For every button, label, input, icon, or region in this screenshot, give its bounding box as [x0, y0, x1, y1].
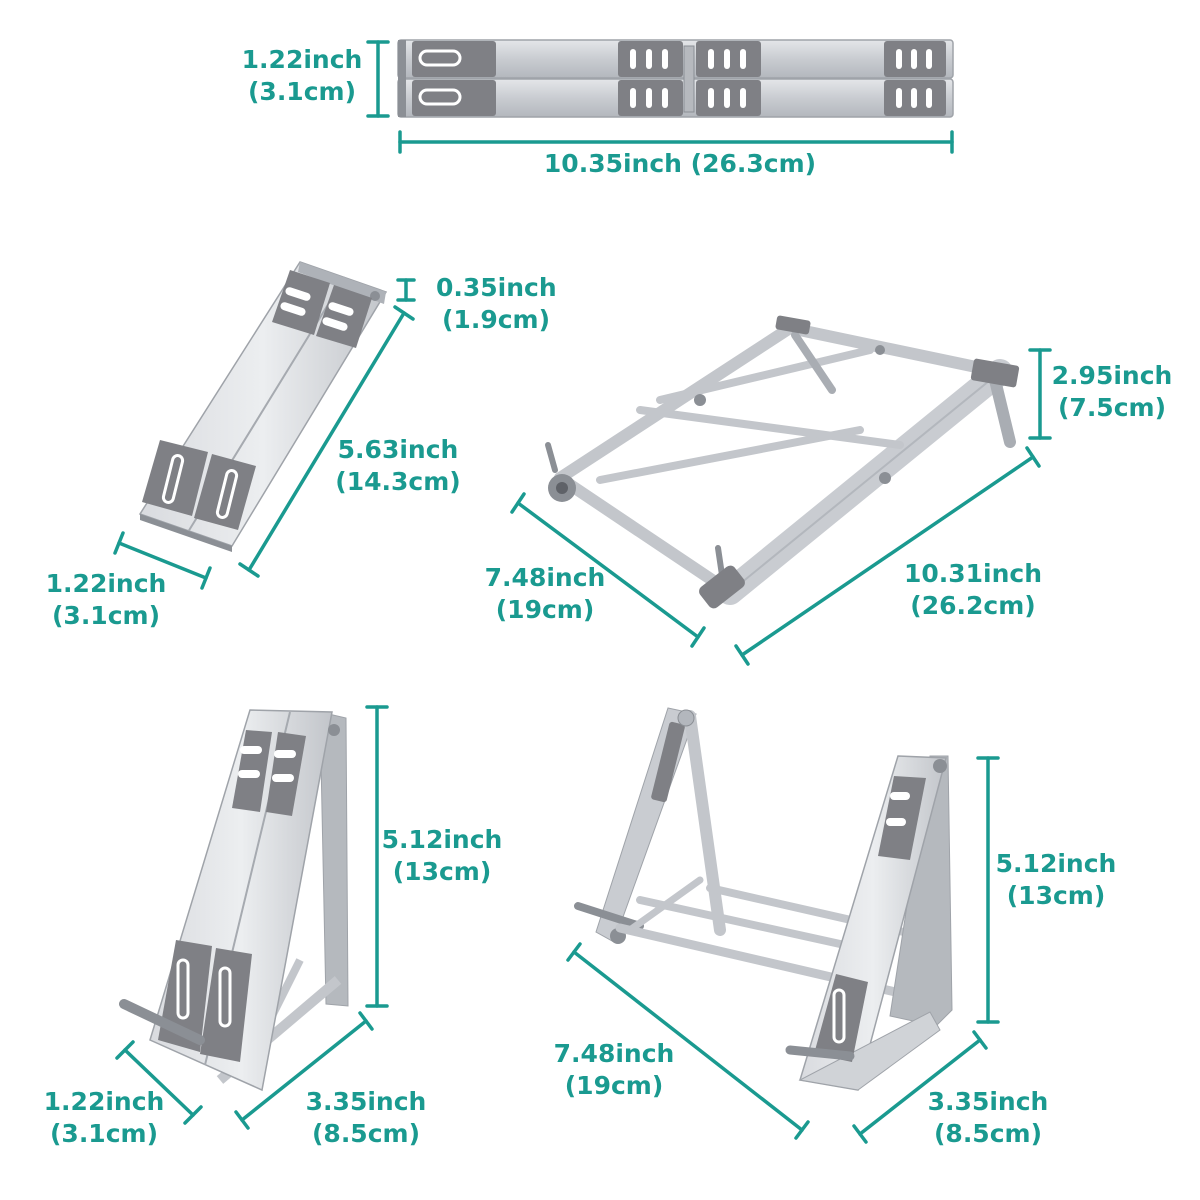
- rubber-pad: [878, 776, 926, 860]
- folded-height-label: 1.22inch(3.1cm): [241, 45, 363, 106]
- dimension-line: [976, 756, 1000, 1024]
- rubber-pad: [970, 358, 1020, 388]
- rubber-pad: [412, 80, 496, 116]
- rubber-pad: [618, 41, 683, 77]
- product-open-raised-view: [574, 707, 953, 1091]
- rubber-pad: [699, 565, 745, 609]
- dimension-line: [365, 705, 389, 1008]
- dimension-line: [852, 1030, 988, 1144]
- rubber-pad: [696, 41, 761, 77]
- open-flat-height-label: 2.95inch(7.5cm): [1051, 361, 1173, 422]
- folded-standing-height-label: 5.12inch(13cm): [381, 825, 503, 886]
- folded-standing-width-label: 1.22inch(3.1cm): [43, 1087, 165, 1148]
- open-raised-depth-label: 3.35inch(8.5cm): [927, 1087, 1049, 1148]
- open-raised-width-label: 7.48inch(19cm): [553, 1039, 675, 1100]
- dimension-lines: [113, 40, 1052, 1144]
- rubber-pad: [696, 80, 761, 116]
- product-folded-angled-view: [138, 261, 388, 552]
- rubber-pad: [814, 974, 868, 1062]
- open-raised-height-label: 5.12inch(13cm): [995, 849, 1117, 910]
- product-folded-standing-view: [119, 709, 349, 1092]
- dimension-line: [1028, 348, 1052, 440]
- rubber-pad: [412, 41, 496, 77]
- rubber-pad: [884, 80, 946, 116]
- open-flat-width-label: 10.31inch(26.2cm): [903, 559, 1043, 620]
- rubber-pad: [884, 41, 946, 77]
- rubber-pad: [266, 732, 306, 816]
- dimension-line: [113, 531, 212, 590]
- rubber-pad: [200, 948, 252, 1062]
- folded-thickness-label: 0.35inch(1.9cm): [436, 273, 557, 334]
- dimension-line: [566, 942, 810, 1140]
- dimension-line: [398, 130, 954, 154]
- rubber-pad: [194, 454, 256, 530]
- rubber-pad: [142, 440, 208, 516]
- product-folded-side-view: [397, 39, 954, 118]
- dimension-line: [734, 446, 1041, 666]
- dimension-line: [115, 1040, 203, 1125]
- rubber-pad: [775, 315, 811, 335]
- folded-angled-length-label: 5.63inch(14.3cm): [335, 435, 461, 496]
- folded-angled-width-label: 1.22inch(3.1cm): [45, 569, 167, 630]
- folded-standing-depth-label: 3.35inch(8.5cm): [305, 1087, 427, 1148]
- dimension-line: [238, 305, 415, 578]
- dimension-line: [366, 40, 390, 118]
- dimension-line: [234, 1011, 374, 1130]
- dimension-line: [396, 278, 416, 302]
- rubber-pad: [232, 730, 272, 812]
- rubber-pad: [651, 721, 685, 803]
- rubber-pad: [316, 285, 372, 348]
- open-flat-depth-label: 7.48inch(19cm): [484, 563, 606, 624]
- rubber-pad: [618, 80, 683, 116]
- folded-length-label: 10.35inch (26.3cm): [543, 149, 817, 178]
- product-open-flat-view: [545, 315, 1020, 609]
- dimension-line: [510, 492, 706, 648]
- rubber-pad: [272, 270, 330, 335]
